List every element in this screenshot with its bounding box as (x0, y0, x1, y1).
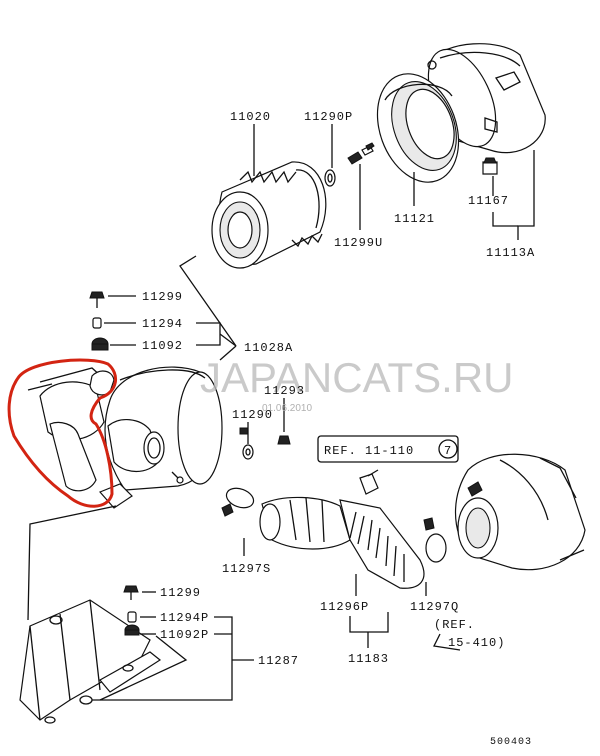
ref-circle-number: 7 (444, 444, 452, 458)
label-11294: 11294 (142, 317, 183, 331)
label-11299: 11299 (142, 290, 183, 304)
label-11020: 11020 (230, 110, 271, 124)
label-11297S: 11297S (222, 562, 271, 576)
label-11121: 11121 (394, 212, 435, 226)
ref-box-11-110 (317, 435, 459, 463)
collar-11294-drawing (92, 317, 102, 329)
highlight-outline (7, 358, 117, 508)
ref-label-11-110: REF. 11-110 (324, 444, 414, 458)
bolt-11299-lower-drawing (123, 585, 139, 600)
clip-11167-drawing (482, 157, 498, 175)
gasket-11290P-drawing (324, 169, 336, 187)
label-11293: 11293 (264, 384, 305, 398)
label-11290P: 11290P (304, 110, 353, 124)
bracket-11287-drawing (19, 599, 162, 724)
insulator-11092P-drawing (124, 624, 140, 636)
turbocharger-drawing (454, 453, 586, 571)
grommet-11290-drawing (242, 444, 254, 460)
label-11167: 11167 (468, 194, 509, 208)
label-11183: 11183 (348, 652, 389, 666)
ref-label-bottom-2: 15-410) (448, 636, 505, 650)
label-11287: 11287 (258, 654, 299, 668)
label-11294P: 11294P (160, 611, 209, 625)
label-11092P: 11092P (160, 628, 209, 642)
watermark-site: JAPANCATS.RU (200, 354, 513, 401)
intake-hose-drawing (259, 469, 425, 589)
clip-drawing (239, 427, 249, 435)
bolt-11299-drawing (89, 291, 105, 308)
diagram-code: 500403 (490, 737, 532, 748)
label-11296P: 11296P (320, 600, 369, 614)
label-11297Q: 11297Q (410, 600, 459, 614)
watermark-date: 01.06.2010 (262, 403, 312, 414)
hose-clamp-11297Q-drawing (423, 517, 447, 563)
leader-lines (27, 124, 535, 701)
air-cleaner-body-drawing (27, 366, 223, 509)
hose-clamp-11297S-drawing (221, 487, 255, 517)
label-11028A: 11028A (244, 341, 293, 355)
collar-11294P-drawing (127, 611, 137, 623)
filter-element-11020-drawing (211, 161, 327, 269)
insulator-11092-drawing (91, 337, 109, 351)
label-11299U: 11299U (334, 236, 383, 250)
wing-bolt-11299U-drawing (347, 142, 375, 165)
clip-11293-drawing (277, 435, 291, 445)
label-11113A: 11113A (486, 246, 535, 260)
label-11092: 11092 (142, 339, 183, 353)
ref-label-bottom-1: (REF. (434, 618, 475, 632)
air-cleaner-element-11121-drawing (376, 73, 460, 183)
label-11290: 11290 (232, 408, 273, 422)
label-11299-lower: 11299 (160, 586, 201, 600)
